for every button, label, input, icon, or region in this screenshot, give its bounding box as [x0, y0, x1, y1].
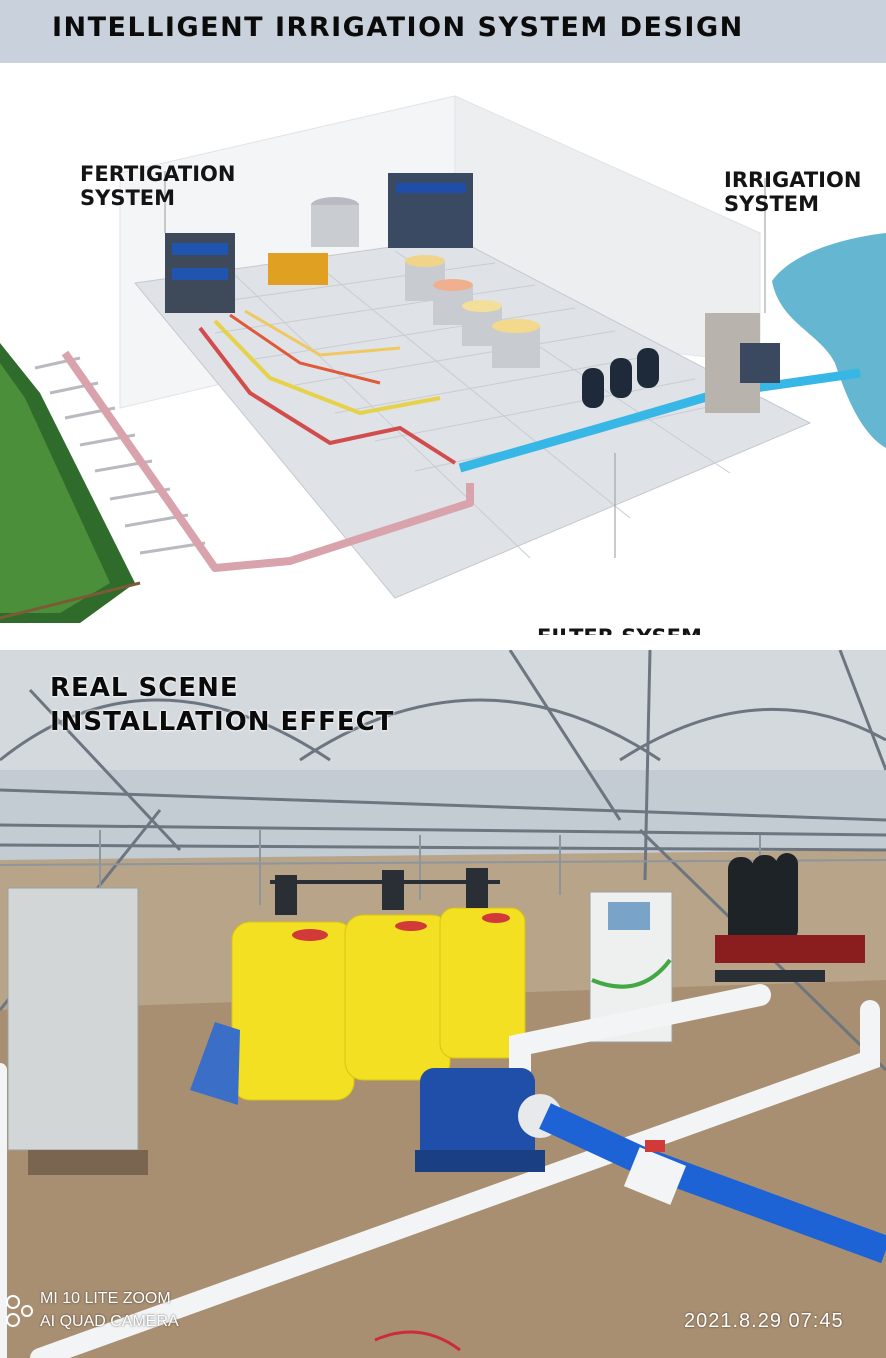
camera-watermark-icon [6, 1295, 33, 1327]
camera-model-watermark: MI 10 LITE ZOOM [40, 1290, 171, 1307]
fertigation-label-text: FERTIGATION SYSTEM [80, 162, 236, 210]
camera-mode-watermark: AI QUAD CAMERA [40, 1313, 179, 1330]
diagram-illustration [0, 95, 886, 623]
photo-title-text: REAL SCENE INSTALLATION EFFECT [50, 673, 395, 737]
installation-photo-illustration [0, 650, 886, 1358]
header-bar: INTELLIGENT IRRIGATION SYSTEM DESIGN [0, 0, 886, 63]
irrigation-label-text: IRRIGATION SYSTEM [724, 168, 862, 216]
photo-timestamp: 2021.8.29 07:45 [684, 1310, 844, 1332]
photo-title: REAL SCENE INSTALLATION EFFECT [50, 672, 394, 740]
filter-system-label: FILTER SYSEM [537, 625, 702, 635]
installation-photo [0, 650, 886, 1358]
page-title: INTELLIGENT IRRIGATION SYSTEM DESIGN [52, 12, 744, 43]
irrigation-system-diagram: FERTIGATION SYSTEM IRRIGATION SYSTEM FIL… [0, 63, 886, 635]
fertigation-system-label: FERTIGATION SYSTEM [80, 162, 236, 210]
irrigation-system-label: IRRIGATION SYSTEM [724, 168, 862, 216]
